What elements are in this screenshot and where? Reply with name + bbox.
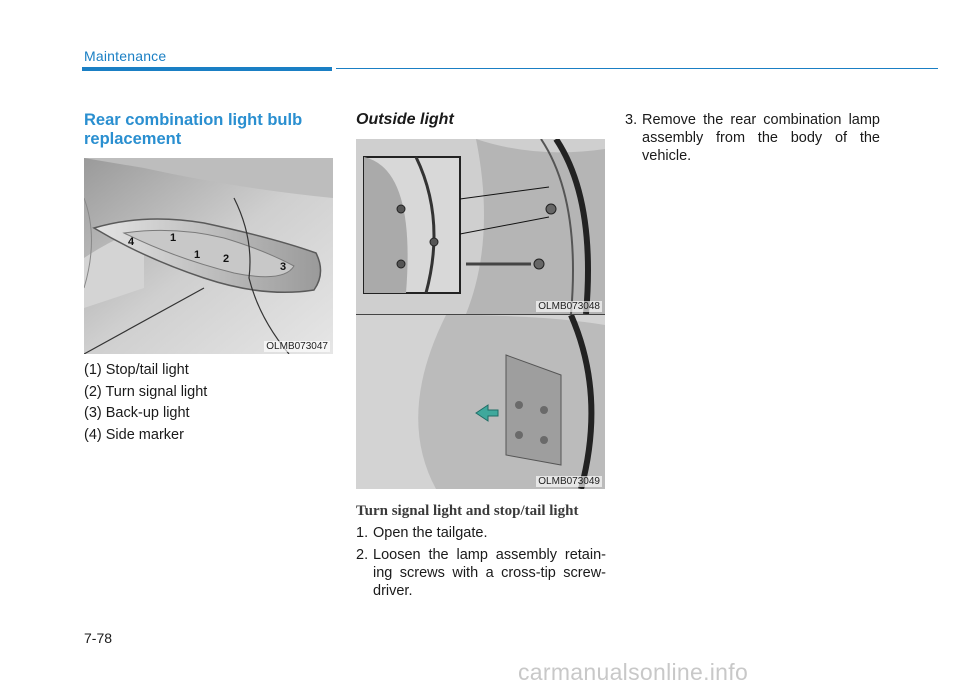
header-rule-thin (336, 68, 938, 69)
procedure-heading: Turn signal light and stop/tail light (356, 503, 579, 519)
callout-4: 4 (128, 236, 135, 248)
figure-divider (356, 314, 605, 315)
figure-code: OLMB073047 (264, 341, 330, 352)
figure-code: OLMB073048 (536, 301, 602, 312)
bulb-legend: (1) Stop/tail light (2) Turn signal ligh… (84, 360, 207, 446)
callout-3: 3 (280, 261, 286, 273)
step-number: 3. (625, 112, 638, 128)
step-number: 1. (356, 525, 369, 541)
step-text: Loosen the lamp assembly retain-ing scre… (373, 547, 606, 599)
callout-1a: 1 (170, 232, 176, 244)
retaining-screws-figure: OLMB073048 (356, 139, 605, 314)
tail-lamp-illustration: 4 1 1 2 3 (84, 158, 333, 354)
step-item: 3. Remove the rear combination lamp asse… (625, 111, 880, 165)
procedure-steps-continued: 3. Remove the rear combination lamp asse… (625, 111, 880, 169)
procedure-steps: 1. Open the tailgate. 2. Loosen the lamp… (356, 524, 606, 604)
callout-2: 2 (223, 253, 229, 265)
callout-1b: 1 (194, 249, 200, 261)
retaining-screws-illustration (356, 139, 605, 314)
subsection-heading: Outside light (356, 111, 454, 128)
lamp-removal-figure: OLMB073049 (356, 315, 605, 489)
legend-item: (1) Stop/tail light (84, 362, 189, 378)
step-text: Open the tailgate. (373, 525, 488, 541)
legend-item: (3) Back-up light (84, 405, 190, 421)
header-rule-thick (82, 67, 332, 71)
legend-item: (4) Side marker (84, 426, 184, 443)
page-number: 7-78 (84, 630, 113, 646)
watermark: carmanualsonline.info (518, 659, 749, 685)
step-number: 2. (356, 547, 369, 563)
step-text: Remove the rear combination lamp assembl… (642, 112, 880, 164)
figure-code: OLMB073049 (536, 476, 602, 487)
legend-item: (2) Turn signal light (84, 383, 208, 400)
lamp-removal-illustration (356, 315, 605, 489)
section-heading: Rear combination light bulb replacement (84, 111, 303, 148)
tail-lamp-figure: 4 1 1 2 3 OLMB073047 (84, 158, 333, 354)
step-item: 1. Open the tailgate. (356, 524, 606, 542)
step-item: 2. Loosen the lamp assembly retain-ing s… (356, 546, 606, 600)
section-label: Maintenance (84, 48, 167, 64)
direction-arrow (475, 404, 499, 422)
